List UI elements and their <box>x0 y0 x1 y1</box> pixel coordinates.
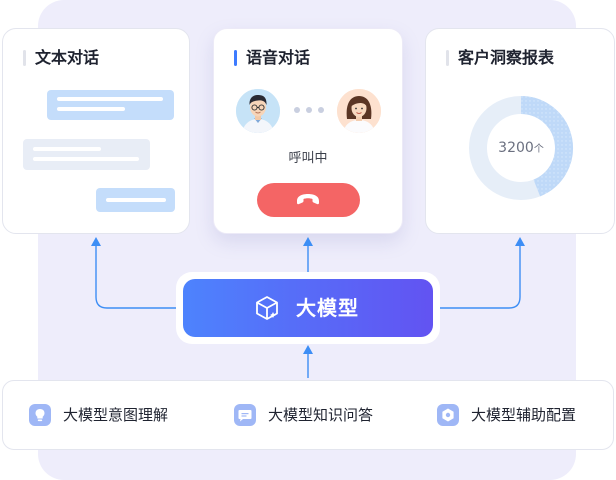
voice-chat-title: 语音对话 <box>234 49 310 67</box>
donut-chart: 3200个 <box>468 95 574 201</box>
hang-up-button[interactable] <box>257 183 360 217</box>
title-marker-active <box>234 50 237 66</box>
voice-chat-card[interactable]: 语音对话 呼叫中 <box>213 28 403 234</box>
chat-icon <box>234 404 256 426</box>
feature-bar: 大模型意图理解 大模型知识问答 大模型辅助配置 <box>2 380 614 450</box>
report-value: 3200 <box>498 140 534 156</box>
voice-chat-title-label: 语音对话 <box>246 48 311 67</box>
chat-bubble-right <box>47 90 174 120</box>
feature-label: 大模型意图理解 <box>63 406 169 424</box>
cube-icon <box>256 296 278 320</box>
text-chat-title: 文本对话 <box>23 49 99 67</box>
settings-icon <box>437 404 459 426</box>
report-unit: 个 <box>533 144 544 155</box>
large-model-node[interactable]: 大模型 <box>183 279 433 337</box>
customer-insight-report-card[interactable]: 客户洞察报表 3200个 <box>425 28 615 234</box>
donut-fill-arc <box>520 96 573 197</box>
report-title-label: 客户洞察报表 <box>458 48 555 67</box>
male-avatar <box>236 89 280 133</box>
title-marker <box>446 50 449 66</box>
phone-hangup-icon <box>297 194 319 205</box>
feature-label: 大模型知识问答 <box>268 406 374 424</box>
donut-value: 3200个 <box>468 95 574 201</box>
lightbulb-icon <box>29 404 51 426</box>
female-avatar <box>337 89 381 133</box>
model-label: 大模型 <box>296 296 359 320</box>
chat-bubble-right-short <box>96 188 175 212</box>
title-marker <box>23 50 26 66</box>
chat-bubble-left <box>23 139 150 170</box>
feature-label: 大模型辅助配置 <box>471 406 577 424</box>
text-chat-card[interactable]: 文本对话 <box>2 28 190 234</box>
report-title: 客户洞察报表 <box>446 49 554 67</box>
calling-status: 呼叫中 <box>288 151 328 166</box>
text-chat-title-label: 文本对话 <box>35 48 100 67</box>
calling-dots <box>294 107 328 115</box>
